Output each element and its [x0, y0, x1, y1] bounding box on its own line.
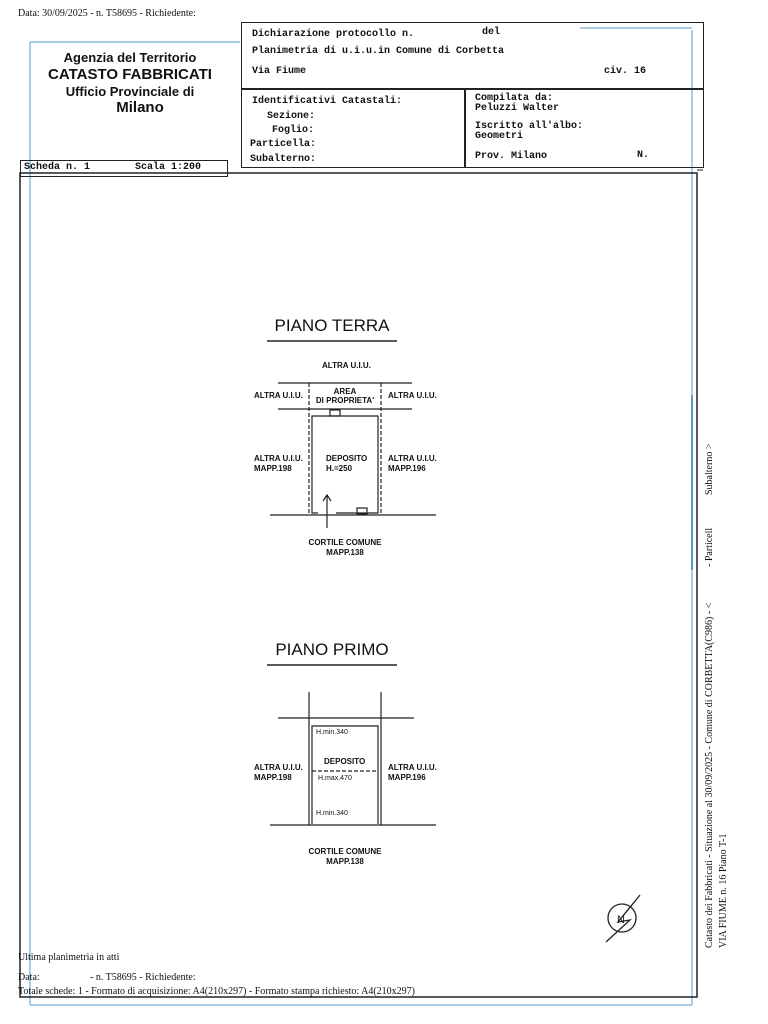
right-line1: ALTRA U.I.U.	[388, 763, 437, 772]
label-altra-left-top: ALTRA U.I.U.	[254, 391, 303, 400]
foglio-label: Foglio:	[272, 125, 315, 136]
cortile-line1: CORTILE COMUNE	[308, 847, 382, 856]
room-height: H.=250	[326, 463, 353, 473]
left-line1: ALTRA U.I.U.	[254, 763, 303, 772]
top-note: Data: 30/09/2025 - n. T58695 - Richieden…	[18, 8, 196, 19]
hmin-top: H.min.340	[316, 729, 348, 736]
iscritto-label: Iscritto all'albo:	[475, 121, 584, 132]
cortile-line1: CORTILE COMUNE	[308, 538, 382, 547]
label-altra-top: ALTRA U.I.U.	[322, 361, 371, 370]
label-left-unit-primo: ALTRA U.I.U.MAPP.198	[254, 763, 303, 782]
agency-block: Agenzia del Territorio CATASTO FABBRICAT…	[40, 50, 220, 117]
albo-value: Geometri	[475, 131, 524, 142]
ufficio: Ufficio Provinciale di	[65, 83, 195, 99]
identificativi-label: Identificativi Catastali:	[252, 96, 403, 107]
right-line2: MAPP.196	[388, 772, 426, 782]
north-arrow-icon: N	[605, 894, 641, 943]
piano-primo-title: PIANO PRIMO	[275, 640, 389, 659]
planimetria-label: Planimetria di u.i.u.in Comune di Corbet…	[252, 46, 505, 57]
scheda-box: Scheda n. 1 Scala 1:200	[20, 160, 228, 177]
side-text-particella: - Particell	[704, 527, 715, 567]
area-line2: DI PROPRIETA'	[315, 396, 375, 406]
label-right-unit-primo: ALTRA U.I.U.MAPP.196	[388, 763, 437, 782]
hmax: H.max.470	[318, 775, 352, 782]
cortile-line2: MAPP.138	[326, 547, 364, 557]
scala-label: Scala 1:200	[135, 162, 202, 173]
catasto-title: CATASTO FABBRICATI	[48, 65, 212, 83]
area-line1: AREA	[333, 387, 357, 396]
del-label: del	[482, 27, 501, 38]
particella-label: Particella:	[250, 139, 317, 150]
city: Milano	[116, 99, 164, 117]
piano-primo-plan	[267, 664, 436, 826]
civ-label: civ. 16	[604, 66, 647, 77]
piano-terra-plan	[267, 340, 436, 528]
compilata-label: Compilata da:	[475, 93, 554, 104]
left-line1: ALTRA U.I.U.	[254, 454, 303, 463]
footer-data: Data:	[18, 972, 40, 983]
header-box-protocol: Dichiarazione protocollo n. del Planimet…	[241, 22, 704, 90]
right-line2: MAPP.196	[388, 463, 426, 473]
divider	[464, 89, 466, 167]
subalterno-label: Subalterno:	[250, 154, 317, 165]
hmin-bottom: H.min.340	[316, 810, 348, 817]
via-label: Via Fiume	[252, 66, 307, 77]
header-box-identifiers: Identificativi Catastali: Sezione: Fogli…	[241, 88, 704, 168]
label-right-unit: ALTRA U.I.U.MAPP.196	[388, 454, 437, 473]
label-left-unit: ALTRA U.I.U.MAPP.198	[254, 454, 303, 473]
room-name: DEPOSITO	[326, 454, 368, 463]
sezione-label: Sezione:	[267, 111, 316, 122]
right-line1: ALTRA U.I.U.	[388, 454, 437, 463]
prov-label: Prov. Milano	[475, 151, 548, 162]
protocollo-label: Dichiarazione protocollo n.	[252, 29, 415, 40]
footer-numero: - n. T58695 - Richiedente:	[90, 972, 196, 983]
left-line2: MAPP.198	[254, 463, 292, 473]
footer-ultima: Ultima planimetria in atti	[18, 952, 120, 963]
cortile-line2: MAPP.138	[326, 856, 364, 866]
scheda-label: Scheda n. 1	[24, 162, 91, 173]
compilatore-name: Peluzzi Walter	[475, 103, 560, 114]
agency-name: Agenzia del Territorio	[63, 50, 197, 65]
svg-text:N: N	[617, 914, 625, 926]
room-name-primo: DEPOSITO	[324, 757, 366, 766]
side-text-1: Catasto dei Fabbricati - Situazione al 3…	[704, 602, 715, 948]
side-text-2: VIA FIUME n. 16 Piano T-1	[718, 833, 729, 948]
left-line2: MAPP.198	[254, 772, 292, 782]
footer-totale: Totale schede: 1 - Formato di acquisizio…	[18, 986, 415, 997]
piano-terra-title: PIANO TERRA	[274, 316, 390, 335]
label-altra-right-top: ALTRA U.I.U.	[388, 391, 437, 400]
n-label: N.	[637, 150, 650, 161]
side-text-subalterno: Subalterno >	[704, 443, 715, 495]
